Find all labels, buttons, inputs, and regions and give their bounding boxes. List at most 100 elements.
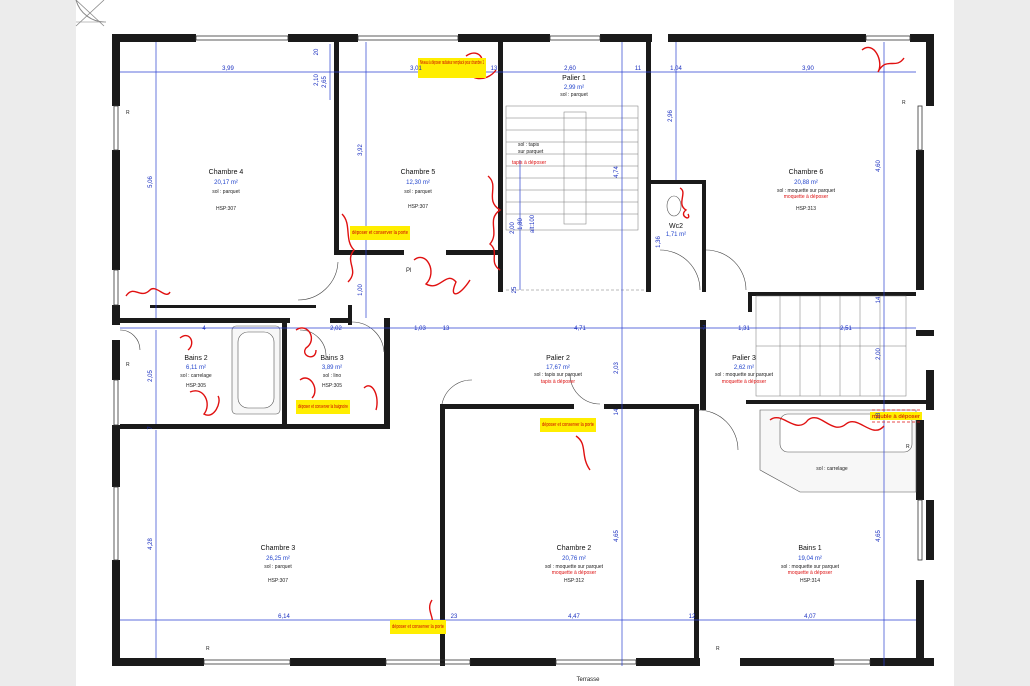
room-red-note: moquette à déposer	[552, 570, 597, 576]
room-name: Chambre 6	[789, 169, 824, 176]
stairs-floor-labels: sol : tapis sur parquet tapis à déposer	[512, 142, 547, 166]
room-name: Palier 1	[562, 75, 586, 82]
door-swings	[119, 249, 747, 451]
terrasse-label: Terrasse	[576, 677, 600, 683]
dim-label: 14	[614, 408, 620, 415]
room-wc2: Wc2 1,71 m²	[666, 223, 686, 238]
room-name: Bains 3	[320, 355, 343, 362]
wc-fixture	[666, 195, 682, 217]
stairs-upper	[505, 105, 646, 291]
room-area: 17,67 m²	[546, 365, 570, 371]
radiator-markers: R R R R R R	[126, 100, 910, 652]
room-red-note: moquette à déposer	[788, 570, 833, 576]
dim-label: 7	[148, 426, 154, 430]
note-porte3-bg	[390, 620, 446, 634]
room-chambre4: Chambre 4 20,17 m² sol : parquet HSP:307	[209, 169, 244, 212]
room-floor: sol : carrelage	[180, 373, 212, 379]
dim-label: 4,47	[568, 614, 580, 620]
room-red-note: tapis à déposer	[541, 379, 576, 385]
dim-label: 4,65	[876, 530, 882, 542]
compass-mark-icon	[75, 0, 107, 27]
red-annotation-scribbles	[125, 46, 905, 633]
dim-label: 14	[876, 296, 882, 303]
room-area: 20,88 m²	[794, 180, 818, 186]
dimension-lines	[120, 42, 916, 666]
floor-plan-sheet	[76, 0, 954, 686]
room-name: Chambre 3	[261, 545, 296, 552]
dim-label: 2,65	[322, 76, 328, 88]
radiator-r: R	[902, 100, 906, 106]
room-name: Palier 3	[732, 355, 756, 362]
dim-label: 2,03	[614, 362, 620, 374]
room-chambre2: Chambre 2 20,76 m² sol : moquette sur pa…	[545, 545, 604, 584]
room-floor: sol : moquette sur parquet	[715, 372, 774, 378]
dim-label: 13	[491, 66, 498, 72]
room-red-note: moquette à déposer	[722, 379, 767, 385]
room-palier1: Palier 1 2,99 m² sol : parquet	[560, 75, 588, 98]
room-area: 20,17 m²	[214, 180, 238, 186]
bains1-tile-floor: sol : carrelage	[816, 466, 848, 472]
room-floor: sol : parquet	[212, 189, 240, 195]
dim-label: 1,31	[738, 326, 750, 332]
room-name: Wc2	[669, 223, 683, 230]
room-name: Chambre 4	[209, 169, 244, 176]
dim-label: 1,04	[670, 66, 682, 72]
dim-label: 3,92	[358, 144, 364, 156]
dim-label: 4,65	[614, 530, 620, 542]
note-baignoire-bg	[296, 400, 350, 414]
dim-label: 1,03	[414, 326, 426, 332]
bathtub-bains2	[231, 325, 281, 415]
dim-label: 2,10	[314, 74, 320, 86]
dim-label: 13	[443, 326, 450, 332]
note-radiateur-bg	[418, 58, 486, 78]
room-floor: sol : moquette sur parquet	[781, 564, 840, 570]
room-area: 6,11 m²	[186, 365, 206, 371]
dim-label: 2,60	[564, 66, 576, 72]
dim-label: 4	[202, 326, 206, 332]
room-hsp: HSP:314	[800, 578, 820, 584]
room-area: 3,89 m²	[322, 365, 342, 371]
dim-label: 5,06	[148, 176, 154, 188]
radiator-r: R	[126, 110, 130, 116]
room-bains1: sol : carrelage Bains 1 19,04 m² sol : m…	[781, 466, 848, 584]
room-area: 20,76 m²	[562, 556, 586, 562]
dim-label: 2,02	[330, 326, 342, 332]
room-floor: sol : parquet	[264, 564, 292, 570]
room-hsp: HSP:305	[322, 383, 342, 389]
dim-label: 3,90	[802, 66, 814, 72]
dim-label: 2,00	[510, 222, 516, 234]
room-name: Bains 1	[798, 545, 821, 552]
room-name: Chambre 2	[557, 545, 592, 552]
room-floor: sol : moquette sur parquet	[545, 564, 604, 570]
room-floor: sol : moquette sur parquet	[777, 188, 836, 194]
dim-label: alt:100	[530, 214, 536, 233]
dim-label: 11	[635, 66, 642, 72]
note-baignoire: déposer et conserver la baignoire	[298, 404, 348, 410]
room-floor: sol : parquet	[560, 92, 588, 98]
room-floor: sol : tapis sur parquet	[534, 372, 582, 378]
note-porte2: déposer et conserver la porte	[542, 422, 594, 428]
room-name: Palier 2	[546, 355, 570, 362]
dim-label: 1,80	[518, 218, 524, 230]
dim-label: 3,01	[410, 66, 422, 72]
radiator-r: R	[906, 444, 910, 450]
room-area: 19,04 m²	[798, 556, 822, 562]
room-hsp: HSP:307	[268, 578, 288, 584]
dim-label: 20	[314, 48, 320, 55]
note-meuble-bg	[870, 412, 922, 420]
annotation-notes: Niveau à déposer radiateur remplacé pour…	[298, 60, 920, 630]
room-area: 26,25 m²	[266, 556, 290, 562]
room-chambre6: Chambre 6 20,88 m² sol : moquette sur pa…	[777, 169, 836, 212]
pl-label: Pl	[406, 268, 411, 274]
room-floor: sol : parquet	[404, 189, 432, 195]
dim-label: 4,07	[804, 614, 816, 620]
note-porte5: déposer et conserver la porte	[352, 230, 408, 236]
room-hsp: HSP:313	[796, 206, 816, 212]
room-area: 2,99 m²	[564, 85, 584, 91]
room-bains2: Bains 2 6,11 m² sol : carrelage HSP:305	[180, 355, 212, 389]
dim-label: 1,00	[358, 284, 364, 296]
room-red-note: moquette à déposer	[784, 194, 829, 200]
note-porte5-bg	[350, 226, 410, 240]
